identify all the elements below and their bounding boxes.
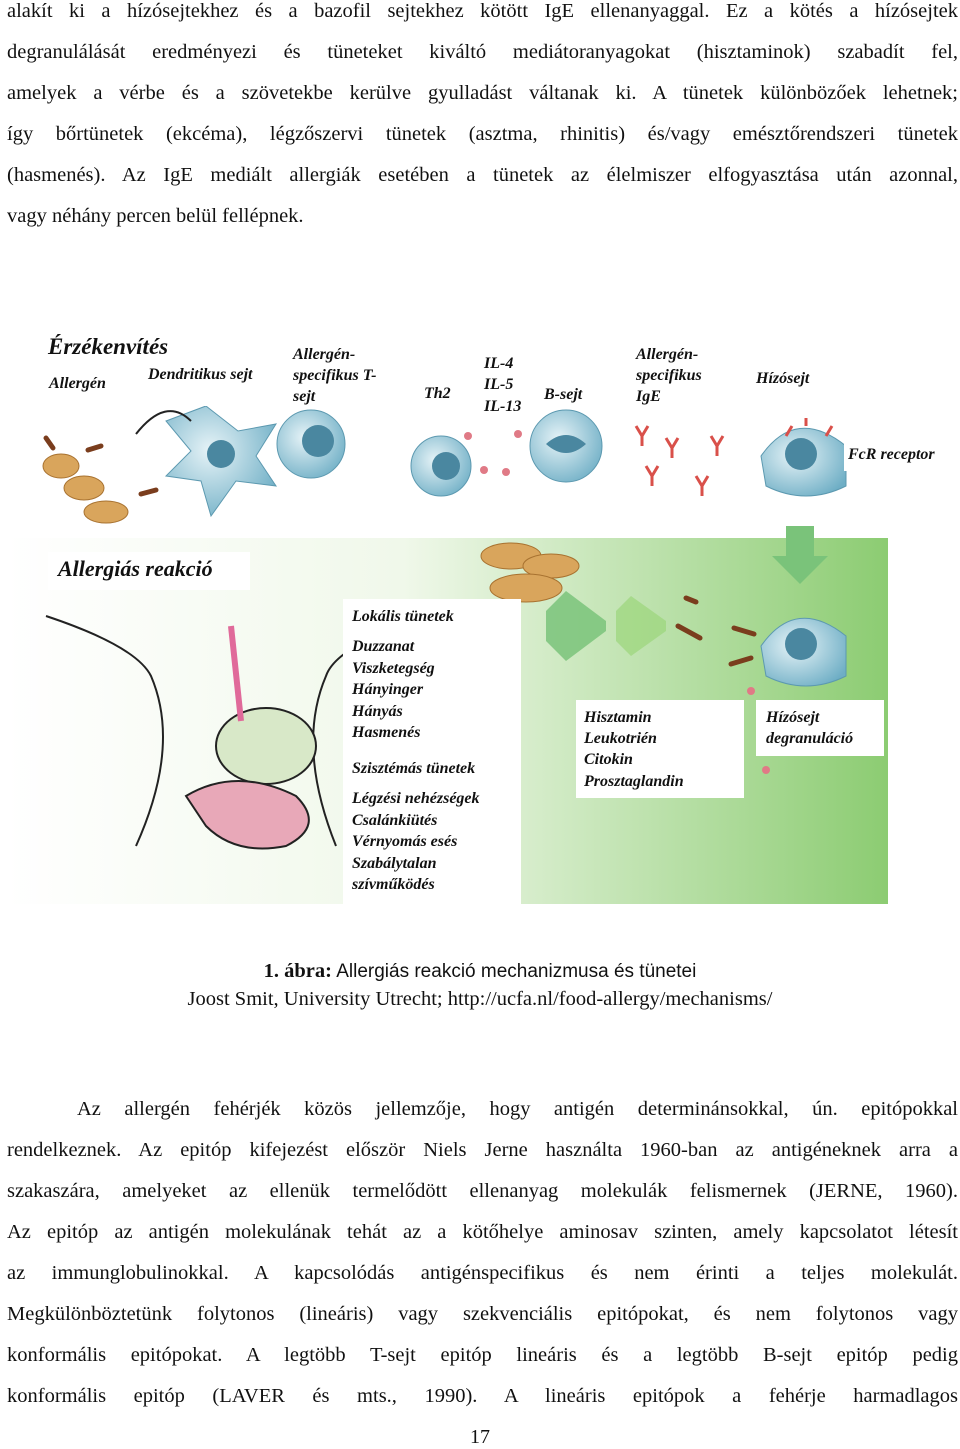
local-item: Viszketegség <box>352 660 435 677</box>
figure-caption: 1. ábra: Allergiás reakció mechanizmusa … <box>0 960 960 983</box>
caption-title: Allergiás reakció mechanizmusa és tünete… <box>331 961 697 982</box>
top-paragraph: alakít ki a hízósejtekhez és a bazofil s… <box>7 0 958 237</box>
text-line: Megkülönböztetünk folytonos (lineáris) v… <box>7 1303 958 1325</box>
local-item: Duzzanat <box>352 638 415 655</box>
systemic-item: Vérnyomás esés <box>352 833 458 850</box>
dendritic-cell-icon <box>164 405 278 518</box>
sensitization-title: Érzékenvítés <box>48 334 169 359</box>
mast-cell-icon <box>760 418 847 497</box>
bottom-paragraph: Az allergén fehérjék közös jellemzője, h… <box>7 1089 958 1417</box>
il5-label: IL-5 <box>484 376 514 393</box>
systemic-item: Légzési nehézségek <box>352 790 480 807</box>
caption-label: 1. ábra: <box>263 960 332 982</box>
reaction-title: Allergiás reakció <box>58 556 213 581</box>
t-cell-label: Allergén-specifikus T-sejt <box>293 346 377 405</box>
mediators-box <box>576 700 744 798</box>
peanut-icon <box>42 453 580 603</box>
text-line: szakaszára, amelyeket az ellenük termelő… <box>7 1180 958 1202</box>
text-line: konformális epitóp (LAVER és mts., 1990)… <box>7 1385 958 1407</box>
ige-label: Allergén-specifikus IgE <box>636 346 702 405</box>
degranulating-mast-cell-icon <box>733 617 847 774</box>
local-item: Hányinger <box>352 681 424 698</box>
degranulation-label: Hízósejt degranuláció <box>766 709 854 747</box>
systemic-item: Szabálytalan szívműködés <box>352 855 437 893</box>
text-line: Az epitóp az antigén molekulának tehát a… <box>7 1221 958 1243</box>
mediator-item: Hisztamin <box>584 709 652 726</box>
allergy-mechanism-figure: Érzékenvítés Allergén Dendritikus sejt A… <box>6 326 960 904</box>
text-line: amelyek a vérbe és a szövetekbe kerülve … <box>7 82 958 104</box>
mast-cell-label: Hízósejt <box>756 370 810 387</box>
text-line: az immunglobulinokkal. A kapcsolódás ant… <box>7 1262 958 1284</box>
dendritic-cell-label: Dendritikus sejt <box>148 366 253 383</box>
mediator-item: Prosztaglandin <box>584 773 684 790</box>
degranulation-box <box>756 700 884 756</box>
reaction-box <box>48 552 250 590</box>
text-line: így bőrtünetek (ekcéma), légzőszervi tün… <box>7 123 958 145</box>
page-number: 17 <box>470 1426 490 1448</box>
mediator-item: Citokin <box>584 751 633 768</box>
text-line: degranulálását eredményezi és tüneteket … <box>7 41 958 63</box>
text-line: vagy néhány percen belül fellépnek. <box>7 205 304 227</box>
il4-label: IL-4 <box>484 355 514 372</box>
text-line: rendelkeznek. Az epitóp kifejezést elősz… <box>7 1139 958 1161</box>
mediator-item: Leukotrién <box>584 730 657 747</box>
allergen-label: Allergén <box>49 375 106 392</box>
text-line: (hasmenés). Az IgE mediált allergiák ese… <box>7 164 958 186</box>
arrow-down-icon <box>772 526 828 584</box>
sensitization-box <box>37 326 219 406</box>
fcr-box <box>844 437 960 471</box>
figure-source: Joost Smit, University Utrecht; http://u… <box>187 988 773 1010</box>
local-symptoms-title: Lokális tünetek <box>352 608 454 625</box>
local-item: Hasmenés <box>352 724 421 741</box>
digestive-system-icon <box>45 615 427 850</box>
arrow-icon <box>546 591 606 661</box>
il13-label: IL-13 <box>484 398 522 415</box>
systemic-item: Csalánkiütés <box>352 812 438 829</box>
systemic-symptoms-title: Szisztémás tünetek <box>352 760 476 777</box>
fcr-label: FcR receptor <box>848 446 935 463</box>
text-line: Az allergén fehérjék közös jellemzője, h… <box>77 1098 958 1120</box>
text-line: alakít ki a hízósejtekhez és a bazofil s… <box>7 0 958 22</box>
th2-label: Th2 <box>424 385 451 402</box>
b-cell-label: B-sejt <box>544 386 583 403</box>
ige-icon <box>634 425 725 496</box>
text-line: konformális epitópokat. A legtöbb T-sejt… <box>7 1344 958 1366</box>
local-item: Hányás <box>352 703 403 720</box>
symptoms-box <box>343 599 521 904</box>
